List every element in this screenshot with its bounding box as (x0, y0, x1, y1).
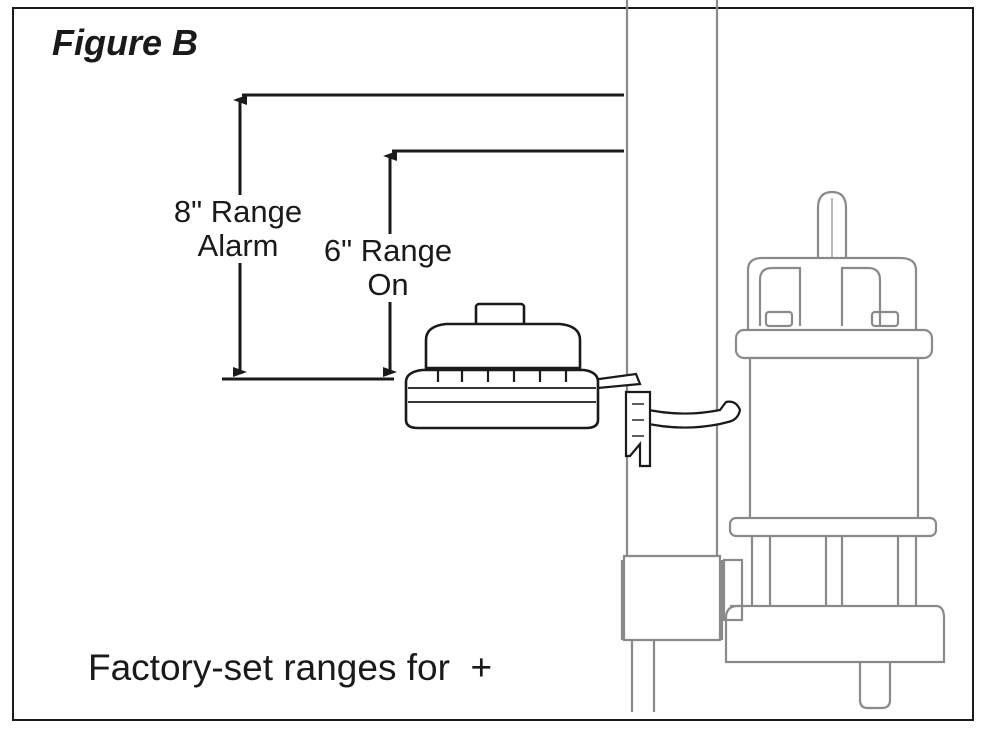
dimension-lines (222, 93, 624, 381)
figure-caption: Factory-set ranges for + (88, 647, 493, 688)
sump-pump (722, 190, 946, 710)
on-range-value: 6" Range (323, 233, 453, 268)
alarm-range-type: Alarm (197, 228, 279, 263)
on-range-label: 6" Range On (310, 234, 466, 302)
alarm-range-value: 8" Range (173, 194, 303, 229)
on-range-type: On (367, 267, 409, 302)
pipe-clamp (589, 372, 742, 468)
float-switch (404, 302, 600, 430)
figure-title: Figure B (52, 22, 199, 63)
figure-frame (12, 7, 974, 721)
alarm-range-label: 8" Range Alarm (160, 195, 316, 263)
discharge-pipe (620, 0, 724, 712)
